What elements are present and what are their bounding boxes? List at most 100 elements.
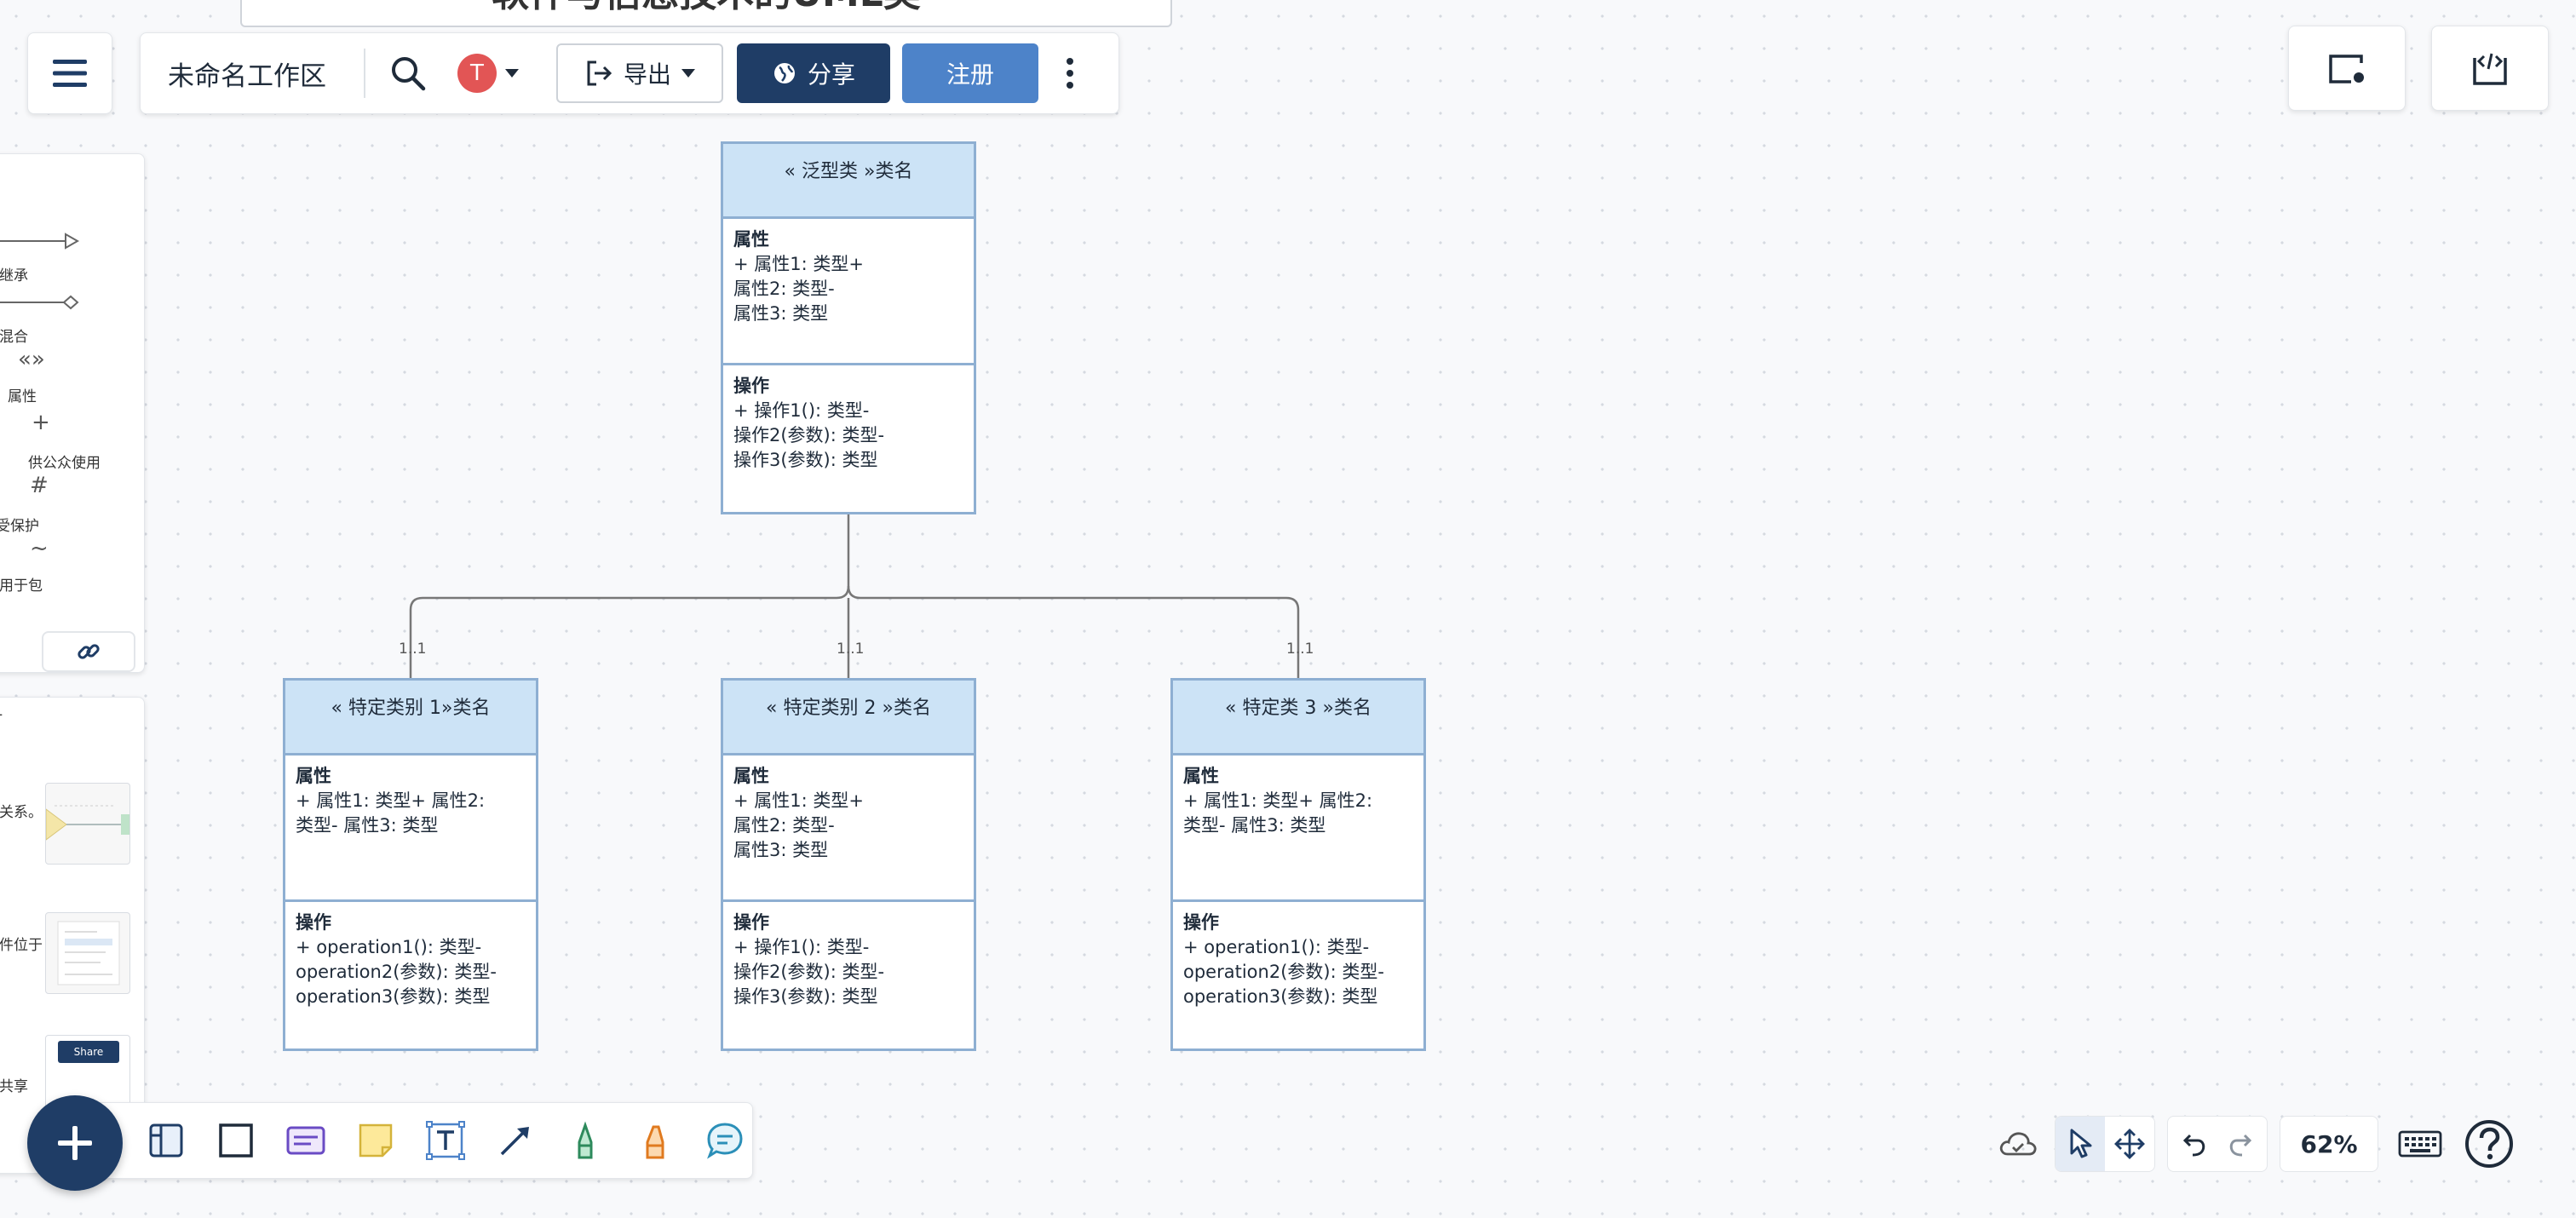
keyboard-icon <box>2398 1130 2442 1158</box>
share-label: 分享 <box>807 60 855 89</box>
plus-symbol-icon[interactable]: + <box>32 410 50 435</box>
shape-label-attribute: 属性 <box>8 388 37 405</box>
present-button[interactable] <box>2288 26 2406 111</box>
attributes-title: 属性 <box>733 766 769 786</box>
document-title: 软件与信息技术的UML类 <box>240 0 1172 27</box>
mixin-connector-icon[interactable] <box>0 292 86 313</box>
bottom-right-controls: 62% <box>1993 1116 2516 1172</box>
embed-button[interactable] <box>2431 26 2549 111</box>
highlighter-tool[interactable] <box>630 1115 681 1166</box>
relations-diagram-icon <box>46 805 129 841</box>
class-operations: 操作 + operation1(): 类型- operation2(参数): 类… <box>285 902 536 1049</box>
keyboard-shortcuts-button[interactable] <box>2390 1117 2450 1171</box>
highlighter-icon <box>646 1125 664 1159</box>
class-attributes: 属性 + 属性1: 类型+ 属性2: 类型- 属性3: 类型 <box>285 756 536 902</box>
inheritance-arrow-icon[interactable] <box>0 231 86 251</box>
move-icon <box>2114 1129 2145 1159</box>
template-label-relations: 关系。 <box>0 804 43 821</box>
operations-title: 操作 <box>296 912 331 933</box>
uml-class-generic[interactable]: « 泛型类 »类名 属性 + 属性1: 类型+ 属性2: 类型- 属性3: 类型… <box>721 141 976 514</box>
operations-body: + operation1(): 类型- operation2(参数): 类型- … <box>1183 937 1384 1007</box>
shape-label-inheritance: 继承 <box>0 267 28 284</box>
class-header: « 特定类 3 »类名 <box>1173 681 1423 756</box>
undo-icon <box>2182 1134 2205 1157</box>
bottom-toolbar <box>73 1102 753 1179</box>
shape-label-public: 供公众使用 <box>28 455 101 472</box>
select-tool[interactable] <box>2056 1117 2105 1171</box>
square-icon <box>219 1123 253 1158</box>
attributes-title: 属性 <box>733 229 769 250</box>
export-label: 导出 <box>623 60 671 89</box>
share-button[interactable]: 分享 <box>737 43 890 103</box>
help-button[interactable] <box>2462 1117 2516 1171</box>
shape-library-panel: 继承 混合 «» 属性 + 供公众使用 # 受保护 ~ 用于包 <box>0 153 145 673</box>
cloud-sync-icon <box>1999 1132 2037 1156</box>
user-menu[interactable]: T <box>457 54 519 93</box>
multiplicity-label: 1..1 <box>1286 641 1314 658</box>
rectangle-tool[interactable] <box>210 1115 262 1166</box>
attributes-title: 属性 <box>1183 766 1219 786</box>
uml-class-specific-3[interactable]: « 特定类 3 »类名 属性 + 属性1: 类型+ 属性2: 类型- 属性3: … <box>1170 678 1426 1051</box>
workspace-name[interactable]: 未命名工作区 <box>168 60 326 92</box>
class-header: « 特定类别 2 »类名 <box>723 681 974 756</box>
comment-tool[interactable] <box>699 1115 750 1166</box>
register-button[interactable]: 注册 <box>902 43 1038 103</box>
operations-title: 操作 <box>1183 912 1219 933</box>
class-operations: 操作 + operation1(): 类型- operation2(参数): 类… <box>1173 902 1423 1049</box>
tilde-symbol-icon[interactable]: ~ <box>30 536 49 561</box>
text-tool[interactable] <box>420 1115 471 1166</box>
thumb-share-button: Share <box>58 1041 119 1063</box>
search-icon <box>392 57 426 91</box>
shape-label-mixin: 混合 <box>0 329 28 346</box>
sticky-note-icon <box>359 1123 393 1158</box>
template-thumbnail-relations[interactable] <box>45 783 130 865</box>
operations-title: 操作 <box>733 376 769 396</box>
zoom-level[interactable]: 62% <box>2280 1116 2378 1172</box>
cursor-icon <box>2070 1129 2092 1158</box>
template-icon <box>149 1123 183 1158</box>
search-button[interactable] <box>382 48 434 99</box>
shape-label-package: 用于包 <box>0 577 43 595</box>
globe-icon <box>773 63 795 83</box>
sticky-note-tool[interactable] <box>350 1115 401 1166</box>
chevron-down-icon <box>505 69 519 78</box>
class-attributes: 属性 + 属性1: 类型+ 属性2: 类型- 属性3: 类型 <box>723 756 974 902</box>
add-button[interactable] <box>27 1095 123 1191</box>
template-label-files: 件位于 <box>0 937 43 954</box>
uml-class-specific-1[interactable]: « 特定类别 1»类名 属性 + 属性1: 类型+ 属性2: 类型- 属性3: … <box>283 678 538 1051</box>
template-thumbnail-files[interactable] <box>45 912 130 994</box>
toolbar-divider <box>364 49 365 98</box>
class-header: « 特定类别 1»类名 <box>285 681 536 756</box>
line-tool[interactable] <box>490 1115 541 1166</box>
pan-tool[interactable] <box>2105 1117 2154 1171</box>
export-button[interactable]: 导出 <box>556 43 723 103</box>
hash-symbol-icon[interactable]: # <box>30 473 49 498</box>
pointer-tools <box>2055 1116 2155 1172</box>
template-tool[interactable] <box>141 1115 192 1166</box>
export-icon <box>587 60 612 86</box>
attributes-body: + 属性1: 类型+ 属性2: 类型- 属性3: 类型 <box>733 254 864 324</box>
present-icon <box>2329 55 2364 83</box>
card-tool[interactable] <box>280 1115 331 1166</box>
undo-button[interactable] <box>2168 1117 2217 1171</box>
template-label-share: 共享 <box>0 1078 28 1095</box>
avatar: T <box>457 54 497 93</box>
attributes-body: + 属性1: 类型+ 属性2: 类型- 属性3: 类型 <box>733 790 864 860</box>
more-options-button[interactable] <box>1057 48 1083 99</box>
class-attributes: 属性 + 属性1: 类型+ 属性2: 类型- 属性3: 类型 <box>723 219 974 365</box>
link-button[interactable] <box>42 631 135 672</box>
operations-body: + operation1(): 类型- operation2(参数): 类型- … <box>296 937 497 1007</box>
top-toolbar: 未命名工作区 T 导出 分享 注册 <box>140 32 1119 114</box>
pen-tool[interactable] <box>560 1115 611 1166</box>
history-tools <box>2167 1116 2268 1172</box>
redo-button[interactable] <box>2217 1117 2267 1171</box>
attributes-body: + 属性1: 类型+ 属性2: 类型- 属性3: 类型 <box>296 790 486 836</box>
panel-dash: - <box>0 706 3 723</box>
help-icon <box>2465 1120 2513 1168</box>
shape-label-protected: 受保护 <box>0 518 39 535</box>
vertical-dots-icon <box>1067 58 1073 65</box>
guillemets-icon[interactable]: «» <box>18 347 45 372</box>
main-menu-button[interactable] <box>27 32 112 114</box>
cloud-sync-button[interactable] <box>1993 1117 2043 1171</box>
uml-class-specific-2[interactable]: « 特定类别 2 »类名 属性 + 属性1: 类型+ 属性2: 类型- 属性3:… <box>721 678 976 1051</box>
